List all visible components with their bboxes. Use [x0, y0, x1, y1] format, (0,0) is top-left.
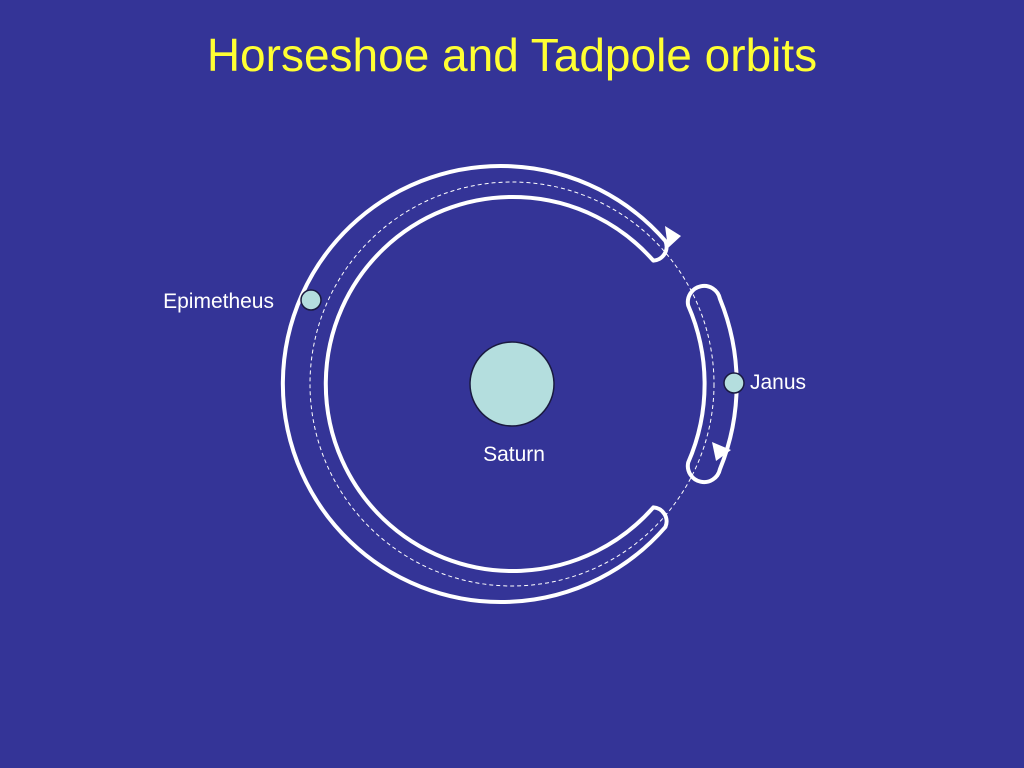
- tadpole-orbit: [685, 283, 739, 485]
- slide-title: Horseshoe and Tadpole orbits: [206, 29, 818, 81]
- janus-moon: [723, 372, 745, 394]
- epimetheus-label: Epimetheus: [163, 290, 274, 313]
- saturn-planet: [469, 341, 555, 427]
- horseshoe-direction-arrow: [665, 226, 681, 248]
- saturn-label: Saturn: [483, 443, 545, 466]
- horseshoe-orbit: [280, 164, 669, 604]
- mean-orbit-path: [309, 181, 715, 587]
- janus-label: Janus: [750, 371, 806, 394]
- tadpole-direction-arrow: [712, 442, 731, 461]
- epimetheus-moon: [300, 289, 322, 311]
